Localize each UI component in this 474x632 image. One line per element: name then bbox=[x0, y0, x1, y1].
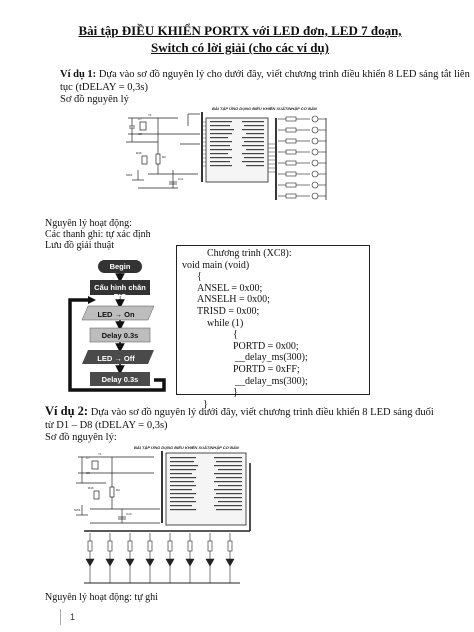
svg-text:Y1: Y1 bbox=[148, 113, 152, 117]
flowchart-led-off-label: LED → Off bbox=[97, 354, 135, 363]
example2-desc-line1: Dựa vào sơ đồ nguyên lý dưới đây, viết c… bbox=[88, 407, 434, 418]
svg-text:C7: C7 bbox=[138, 117, 142, 121]
code-box: Chương trình (XC8): void main (void) { A… bbox=[176, 245, 370, 410]
example1-desc-line2: tục (tDELAY = 0,3s) bbox=[60, 81, 148, 93]
example1-flowchart-label: Lưu đồ giải thuật bbox=[45, 240, 115, 251]
code-line: ANSEL = 0x00; bbox=[197, 282, 263, 294]
schematic-1: BÀI TẬP ỨNG DỤNG ĐIỀU KHIỂN XUẤT/NHẬP CƠ… bbox=[126, 106, 327, 200]
code-line: TRISD = 0x00; bbox=[197, 305, 260, 317]
code-line: { bbox=[233, 329, 238, 341]
flowchart-led-on bbox=[81, 305, 155, 321]
svg-text:R2: R2 bbox=[162, 155, 166, 159]
example2-description: Ví dụ 2: Dựa vào sơ đồ nguyên lý dưới đâ… bbox=[45, 405, 434, 445]
schematic-2-header: BÀI TẬP ỨNG DỤNG ĐIỀU KHIỂN XUẤT/NHẬP CƠ… bbox=[134, 445, 239, 450]
flowchart-delay-1-label: Delay 0.3s bbox=[101, 331, 139, 340]
example2-operation-label: Nguyên lý hoạt động: tự ghi bbox=[45, 592, 158, 603]
flowchart-delay-2 bbox=[90, 372, 150, 386]
code-line: void main (void) bbox=[182, 259, 250, 271]
flowchart bbox=[68, 260, 166, 392]
svg-text:C8: C8 bbox=[138, 132, 142, 136]
flowchart-begin bbox=[98, 260, 142, 273]
svg-text:R46: R46 bbox=[88, 486, 94, 490]
svg-text:SW1: SW1 bbox=[126, 173, 133, 177]
code-line: while (1) bbox=[207, 317, 244, 329]
example2-desc-line2: từ D1 – D8 (tDELAY = 0,3s) bbox=[45, 419, 168, 431]
code-line: PORTD = 0x00; bbox=[233, 340, 299, 352]
example1-desc-line1: Dựa vào sơ đồ nguyên lý cho dưới đây, vi… bbox=[96, 69, 470, 80]
svg-text:R46: R46 bbox=[136, 151, 142, 155]
code-line: { bbox=[197, 271, 202, 283]
svg-text:C11: C11 bbox=[178, 177, 184, 181]
example2-label: Ví dụ 2: bbox=[45, 404, 89, 418]
flowchart-delay-1 bbox=[89, 327, 151, 343]
code-line: } bbox=[233, 387, 238, 399]
flowchart-config bbox=[90, 280, 150, 295]
example1-operation-label: Nguyên lý hoạt động: bbox=[45, 218, 132, 229]
flowchart-led-on-label: LED → On bbox=[97, 310, 135, 319]
code-line: Chương trình (XC8): bbox=[207, 248, 292, 259]
example2-schematic-label: Sơ đồ nguyên lý: bbox=[45, 432, 117, 443]
page-number-divider bbox=[60, 609, 61, 625]
flowchart-config-label: Cấu hình chân PIC bbox=[94, 283, 146, 301]
code-line: ANSELH = 0x00; bbox=[197, 294, 270, 306]
svg-text:R2: R2 bbox=[116, 488, 120, 492]
page-title-line2: Switch có lời giải (cho các ví dụ) bbox=[151, 40, 329, 55]
flowchart-begin-label: Begin bbox=[109, 262, 131, 271]
svg-text:SW1: SW1 bbox=[74, 508, 81, 512]
example1-label: Ví dụ 1: bbox=[60, 69, 97, 80]
code-line: } bbox=[203, 398, 208, 410]
svg-text:C10: C10 bbox=[126, 512, 132, 516]
svg-text:Y1: Y1 bbox=[98, 452, 102, 456]
example1-schematic-label: Sơ đồ nguyên lý bbox=[60, 94, 129, 105]
svg-text:C7: C7 bbox=[86, 456, 90, 460]
page-title: Bài tập ĐIỀU KHIỂN PORTX với LED đơn, LE… bbox=[60, 22, 420, 56]
example1-registers-label: Các thanh ghi: tự xác định bbox=[45, 229, 151, 240]
example1-description: Ví dụ 1: Dựa vào sơ đồ nguyên lý cho dướ… bbox=[60, 69, 470, 107]
code-line: __delay_ms(300); bbox=[235, 375, 308, 387]
code-line: PORTD = 0xFF; bbox=[233, 363, 300, 375]
svg-text:C8: C8 bbox=[86, 471, 90, 475]
flowchart-delay-2-label: Delay 0.3s bbox=[101, 375, 139, 384]
flowchart-led-off bbox=[82, 350, 154, 364]
schematic-2: BÀI TẬP ỨNG DỤNG ĐIỀU KHIỂN XUẤT/NHẬP CƠ… bbox=[74, 445, 251, 584]
schematic-1-header: BÀI TẬP ỨNG DỤNG ĐIỀU KHIỂN XUẤT/NHẬP CƠ… bbox=[212, 106, 317, 111]
code-line: __delay_ms(300); bbox=[235, 352, 308, 364]
page-title-line1: Bài tập ĐIỀU KHIỂN PORTX với LED đơn, LE… bbox=[78, 23, 402, 38]
page-number: 1 bbox=[70, 612, 76, 622]
